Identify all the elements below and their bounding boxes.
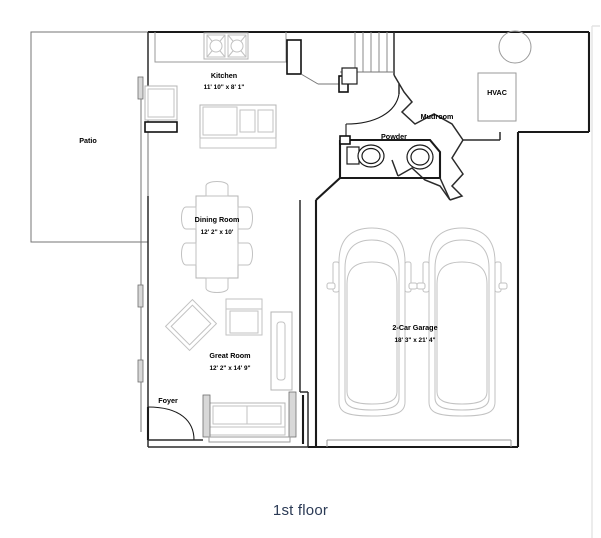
room-garage: 2-Car Garage 18' 3" x 21' 4" [314, 177, 512, 447]
toilet-icon [346, 144, 385, 168]
room-great: Great Room 12' 2" x 14' 9" [164, 200, 309, 447]
room-mudroom: Mudroom [345, 74, 501, 201]
page-edge-frame [591, 25, 600, 538]
kitchen-sink-icon [202, 106, 238, 136]
fireplace-icon [270, 311, 293, 391]
hvac-label: HVAC [487, 88, 507, 97]
garage-dimensions: 18' 3" x 21' 4" [394, 337, 435, 344]
kitchen-island [199, 104, 277, 149]
sofa-icon [208, 402, 286, 436]
room-kitchen: Kitchen 11' 10" x 8' 1" [144, 32, 349, 149]
garage-label: 2-Car Garage [392, 323, 437, 332]
powder-label: Powder [381, 132, 407, 141]
kitchen-dimensions: 11' 10" x 8' 1" [204, 84, 245, 91]
great-room-jamb-right [288, 391, 297, 438]
refrigerator-icon [144, 85, 178, 121]
car-outline-right-icon [416, 227, 508, 417]
armchair-side-icon [225, 298, 263, 336]
garage-door-opening-icon [326, 440, 512, 447]
room-dining: Dining Room 12' 2" x 10' [181, 181, 253, 293]
vanity-sink-icon [406, 144, 434, 170]
mudroom-label: Mudroom [421, 112, 454, 121]
dining-label: Dining Room [195, 215, 240, 224]
patio-label: Patio [79, 136, 97, 145]
water-heater-icon [498, 30, 532, 64]
great-room-dimensions: 12' 2" x 14' 9" [209, 365, 250, 372]
dining-dimensions: 12' 2" x 10' [201, 229, 234, 236]
kitchen-label: Kitchen [211, 71, 237, 80]
great-room-label: Great Room [209, 351, 250, 360]
entry-door-swing-icon [147, 406, 195, 441]
cooktop-range-icon [203, 32, 249, 60]
plan-caption: 1st floor [272, 502, 329, 519]
kitchen-pantry-door [286, 39, 302, 75]
house-outline [147, 30, 591, 449]
room-foyer: Foyer [146, 396, 203, 441]
room-hvac: HVAC [477, 72, 517, 122]
staircase-icon [340, 32, 395, 85]
exterior-wall-left [137, 76, 144, 432]
armchair-diagonal-icon [164, 298, 218, 352]
great-room-jamb [202, 394, 211, 438]
foyer-label: Foyer [158, 396, 178, 405]
dining-table-icon [181, 181, 253, 293]
kitchen-door-opening [144, 121, 178, 133]
room-powder: Powder [338, 132, 442, 180]
car-outline-left-icon [326, 227, 418, 417]
hvac-unit-icon [477, 72, 517, 122]
